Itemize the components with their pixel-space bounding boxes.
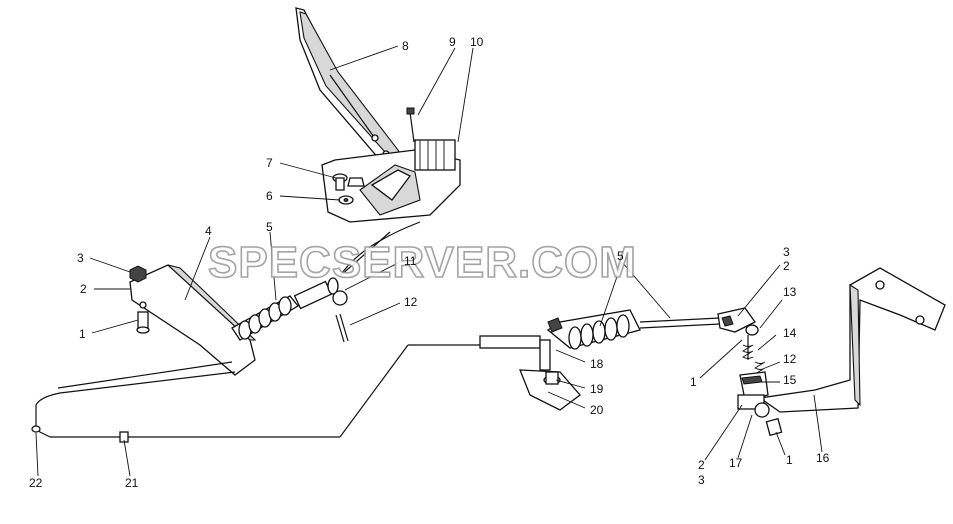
callout-18: 18 (590, 357, 604, 371)
callout-12-right: 12 (783, 352, 797, 366)
cable-boot-left (231, 221, 421, 341)
stud-1 (136, 311, 150, 334)
bolt-7 (332, 173, 365, 191)
callout-20: 20 (590, 403, 604, 417)
callout-3-right: 3 (783, 245, 790, 259)
callout-10: 10 (470, 35, 484, 49)
lever-15-17 (737, 371, 783, 437)
callout-5-left: 5 (266, 220, 273, 234)
callout-2-bottom: 2 (698, 458, 705, 472)
pin-12-left (335, 313, 349, 343)
linkage-rod (31, 344, 520, 443)
callout-3-left: 3 (77, 251, 84, 265)
callout-1-right: 1 (690, 375, 697, 389)
callout-8: 8 (402, 39, 409, 53)
washer-6 (338, 195, 354, 205)
callout-15: 15 (783, 373, 797, 387)
bracket-18-20 (519, 339, 581, 411)
callout-14: 14 (783, 326, 797, 340)
callout-1-bottom: 1 (786, 453, 793, 467)
callout-labels: 8 9 10 7 6 5 4 3 2 1 11 12 5 3 2 13 14 1… (29, 35, 830, 490)
callout-21: 21 (125, 476, 139, 490)
callout-16: 16 (816, 451, 830, 465)
callout-2-right: 2 (783, 259, 790, 273)
callout-1-left: 1 (79, 327, 86, 341)
callout-4: 4 (205, 224, 212, 238)
callout-12-left: 12 (404, 295, 418, 309)
cable-boot-right (479, 309, 721, 350)
callout-22: 22 (29, 476, 43, 490)
callout-7: 7 (266, 156, 273, 170)
callout-13: 13 (783, 285, 797, 299)
left-bracket (129, 264, 257, 376)
clevis-right (717, 307, 766, 375)
nut-3 (129, 265, 147, 283)
callout-5-right: 5 (617, 249, 624, 263)
right-bracket (758, 267, 946, 413)
callout-6: 6 (266, 189, 273, 203)
callout-19: 19 (590, 382, 604, 396)
leader-lines (35, 45, 823, 477)
watermark-text: SPECSERVER.COM (208, 238, 637, 287)
callout-17: 17 (729, 456, 743, 470)
callout-3-bottom: 3 (698, 473, 705, 487)
pedal-bracket (321, 107, 461, 223)
callout-9: 9 (449, 35, 456, 49)
callout-11: 11 (404, 254, 417, 268)
pedal-lever (295, 7, 410, 173)
callout-2-left: 2 (80, 282, 87, 296)
